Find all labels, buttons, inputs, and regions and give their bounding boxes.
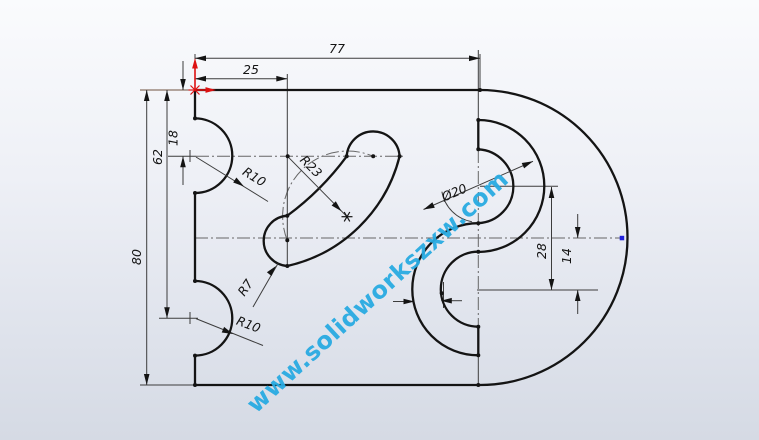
s-outer-upper-arc[interactable]	[477, 118, 546, 254]
slot-centerline-arc[interactable]	[282, 150, 374, 241]
dia20-extension-arc	[441, 191, 472, 223]
arrow-left-icon	[195, 55, 206, 62]
dimension-28[interactable]: 28	[534, 187, 555, 290]
arrow-left-icon	[195, 75, 206, 82]
dimension-80[interactable]: 80	[129, 90, 150, 385]
dim-r10-upper-label[interactable]: R10	[240, 164, 269, 190]
dim-25-label[interactable]: 25	[243, 62, 259, 77]
arrow-up-icon	[164, 90, 170, 101]
dim-18-label[interactable]: 18	[166, 130, 181, 146]
dim-r10-lower-label[interactable]: R10	[234, 313, 262, 336]
sketch-origin[interactable]	[188, 58, 217, 95]
dimension-62[interactable]: 62	[150, 90, 170, 319]
s-inner-lower-arc[interactable]	[439, 250, 480, 328]
origin-point-icon	[188, 85, 202, 95]
dim-62-label[interactable]: 62	[150, 149, 165, 165]
kidney-slot[interactable]	[262, 130, 401, 268]
dim-28-label[interactable]: 28	[534, 243, 549, 259]
construction-centerlines[interactable]	[195, 150, 620, 330]
arrow-up-icon	[548, 187, 555, 198]
arrow-up-icon	[180, 156, 186, 168]
arrow-down-icon	[180, 79, 186, 90]
arrow-right-icon	[469, 55, 480, 62]
arrow-down-icon	[574, 227, 581, 238]
arrow-up-icon	[143, 90, 150, 101]
free-sketch-point[interactable]	[619, 235, 625, 241]
arrow-right-icon	[403, 298, 415, 305]
arrow-icon	[221, 326, 233, 334]
arrow-icon	[423, 202, 435, 210]
dimension-14[interactable]: 14	[559, 214, 581, 314]
dimension-r10-lower[interactable]: R10	[195, 313, 264, 346]
upper-notch-arc-r10[interactable]	[193, 117, 234, 195]
dim-r7-label[interactable]: R7	[234, 276, 256, 298]
dimension-25[interactable]: 25	[195, 62, 288, 82]
dim-80-label[interactable]: 80	[129, 249, 144, 265]
origin-x-arrow-icon	[205, 87, 216, 93]
origin-y-arrow-icon	[192, 58, 198, 69]
dimension-18[interactable]: 18	[166, 61, 186, 185]
dimension-r7[interactable]: R7	[234, 263, 279, 308]
lower-notch-arc-r10[interactable]	[193, 279, 234, 357]
arrow-right-icon	[276, 75, 288, 82]
arrow-up-icon	[574, 290, 581, 301]
right-semicircle-edge[interactable]	[478, 88, 629, 387]
dimension-gap-arrows[interactable]	[393, 297, 462, 305]
s-outer-lower-arc[interactable]	[411, 222, 480, 357]
arrow-down-icon	[548, 279, 555, 290]
arrow-down-icon	[164, 307, 170, 319]
sketch-points[interactable]	[193, 88, 482, 387]
arrow-icon	[521, 161, 533, 169]
s-inner-upper-arc-d20[interactable]	[477, 148, 515, 225]
dim-14-label[interactable]: 14	[559, 248, 574, 264]
arc-center-asterisk-icon	[341, 211, 353, 222]
arrow-icon	[331, 201, 342, 212]
dimension-77[interactable]: 77	[195, 41, 480, 62]
dim-77-label[interactable]: 77	[329, 41, 345, 56]
arrow-icon	[233, 177, 244, 187]
arrow-down-icon	[143, 374, 150, 385]
arrow-left-icon	[440, 297, 452, 304]
arrow-icon	[266, 266, 276, 276]
sketch-geometry[interactable]	[193, 88, 629, 387]
